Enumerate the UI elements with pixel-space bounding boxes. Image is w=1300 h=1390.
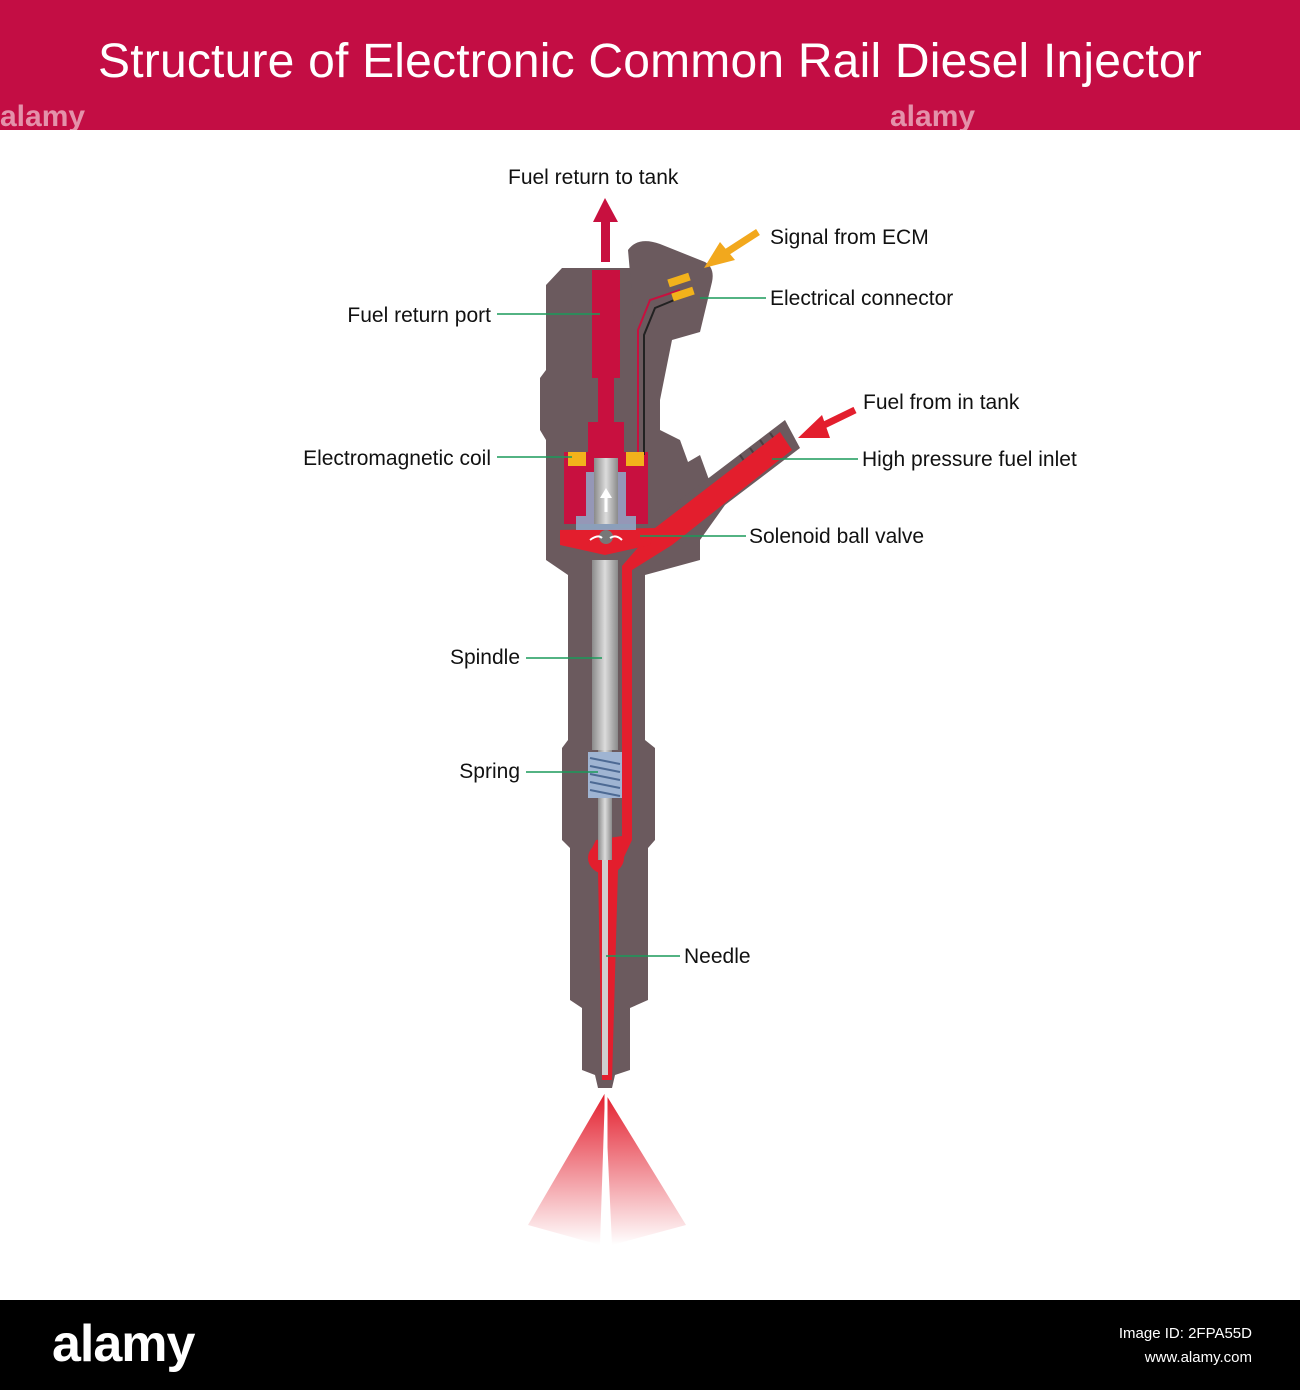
label-signal-from-ecm: Signal from ECM [770, 226, 929, 249]
page-title: Structure of Electronic Common Rail Dies… [98, 35, 1202, 88]
label-electromagnetic-coil: Electromagnetic coil [303, 447, 491, 470]
label-needle: Needle [684, 945, 751, 968]
label-electrical-connector: Electrical connector [770, 287, 953, 310]
label-solenoid-ball-valve: Solenoid ball valve [749, 525, 924, 548]
injector-diagram: Fuel return to tank Signal from ECM Elec… [303, 166, 1077, 1248]
label-spring: Spring [459, 760, 520, 783]
label-fuel-return-to-tank: Fuel return to tank [508, 166, 679, 189]
fuel-spray [528, 1093, 686, 1248]
solenoid-assembly [568, 452, 644, 544]
label-fuel-from-in-tank: Fuel from in tank [863, 391, 1020, 414]
label-fuel-return-port: Fuel return port [347, 304, 491, 327]
injector-body [540, 241, 800, 1088]
connector-pins [667, 272, 695, 302]
watermark: alamy [890, 100, 976, 133]
image-id: Image ID: 2FPA55D [1118, 1325, 1252, 1342]
footer-bar: alamy Image ID: 2FPA55D www.alamy.com [0, 1300, 1300, 1390]
watermark: alamy [0, 100, 86, 133]
signal-arrow [704, 229, 760, 268]
spring-coil [588, 752, 622, 798]
label-high-pressure-fuel-inlet: High pressure fuel inlet [862, 448, 1077, 471]
inlet-arrow [798, 406, 857, 438]
label-spindle: Spindle [450, 646, 520, 669]
image-id-block: Image ID: 2FPA55D www.alamy.com [1119, 1322, 1252, 1370]
signal-wire [637, 289, 685, 455]
leader-lines [497, 297, 858, 957]
return-arrow [593, 198, 618, 262]
site-url: www.alamy.com [1144, 1349, 1252, 1366]
spindle-rod [592, 560, 618, 1075]
brand-logo: alamy [52, 1315, 195, 1373]
title-banner: Structure of Electronic Common Rail Dies… [0, 0, 1300, 133]
